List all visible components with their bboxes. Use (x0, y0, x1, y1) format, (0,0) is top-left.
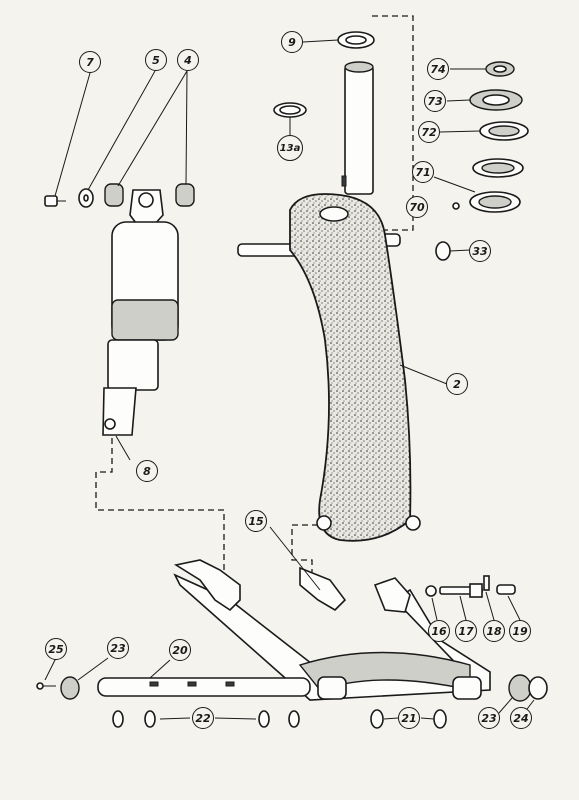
leader-71 (433, 176, 476, 193)
leader-23a (77, 657, 109, 681)
washer-23-left (60, 676, 80, 700)
bush-4-right (175, 183, 195, 207)
o-ring-22-a (112, 710, 124, 728)
bush-4-left (104, 183, 124, 207)
callout-19: 19 (509, 620, 531, 642)
leader-21b (420, 717, 435, 720)
callout-72: 72 (418, 121, 440, 143)
leader-2 (399, 364, 448, 385)
callout-5: 5 (145, 49, 167, 71)
seal-9 (337, 31, 375, 49)
leader-15 (269, 526, 321, 591)
ring-33 (435, 241, 451, 261)
callout-16: 16 (428, 620, 450, 642)
leader-22a (159, 717, 191, 720)
callout-9: 9 (281, 31, 303, 53)
leader-21a (383, 717, 399, 720)
nut-74 (485, 61, 515, 77)
callout-23-left: 23 (107, 637, 129, 659)
callout-23-right: 23 (478, 707, 500, 729)
bolt-17 (439, 583, 483, 598)
washer-23-right (508, 674, 532, 702)
o-ring-22-b (144, 710, 156, 728)
callout-73: 73 (424, 90, 446, 112)
callout-18: 18 (483, 620, 505, 642)
bearing-71 (472, 158, 524, 178)
bolt-7 (44, 195, 66, 207)
leader-8 (115, 435, 131, 461)
leader-20 (149, 659, 171, 679)
shock-absorber (102, 189, 179, 436)
leader-4b (185, 70, 188, 185)
washer-73 (469, 89, 523, 111)
callout-71: 71 (412, 161, 434, 183)
ball-70 (452, 202, 460, 210)
bearing-72 (479, 121, 529, 141)
leader-18 (485, 591, 495, 621)
screw-19 (496, 584, 516, 595)
callout-20: 20 (169, 639, 191, 661)
callout-25: 25 (45, 638, 67, 660)
front-fork-casting (237, 193, 421, 542)
o-ring-21-a (370, 709, 384, 729)
assembly-line-fork-to-arm (291, 524, 318, 572)
callout-21: 21 (398, 707, 420, 729)
leader-22b (214, 717, 257, 720)
o-ring-21-b (433, 709, 447, 729)
pin-25 (36, 682, 56, 690)
callout-7: 7 (79, 51, 101, 73)
pivot-shaft-20 (97, 677, 311, 697)
bearing-race-lower (469, 191, 521, 213)
callout-13a: 13a (277, 135, 303, 161)
leader-72 (439, 130, 481, 133)
callout-74: 74 (427, 58, 449, 80)
callout-2: 2 (446, 373, 468, 395)
callout-17: 17 (455, 620, 477, 642)
washer-5 (78, 188, 94, 208)
leader-25 (44, 657, 57, 681)
o-ring-22-d (288, 710, 300, 728)
leader-73 (446, 99, 471, 102)
leader-16 (431, 597, 438, 621)
leader-5 (87, 70, 156, 191)
leader-9 (302, 39, 339, 43)
leader-4a (117, 70, 188, 187)
assembly-line-steering (372, 15, 414, 231)
nut-24 (528, 676, 548, 700)
callout-24: 24 (510, 707, 532, 729)
leader-33 (449, 249, 471, 252)
washer-16 (425, 585, 437, 597)
callout-8: 8 (136, 460, 158, 482)
ring-13a (273, 102, 307, 118)
callout-15: 15 (245, 510, 267, 532)
callout-4: 4 (177, 49, 199, 71)
swing-arm-assembly (173, 559, 491, 701)
steering-stem (341, 61, 374, 195)
callout-33: 33 (469, 240, 491, 262)
leader-17 (459, 595, 467, 621)
leader-7 (54, 72, 91, 197)
leader-19 (507, 595, 521, 621)
washer-18 (483, 575, 490, 591)
callout-70: 70 (406, 196, 428, 218)
o-ring-22-c (258, 710, 270, 728)
callout-22: 22 (192, 707, 214, 729)
leader-23b (498, 697, 513, 714)
